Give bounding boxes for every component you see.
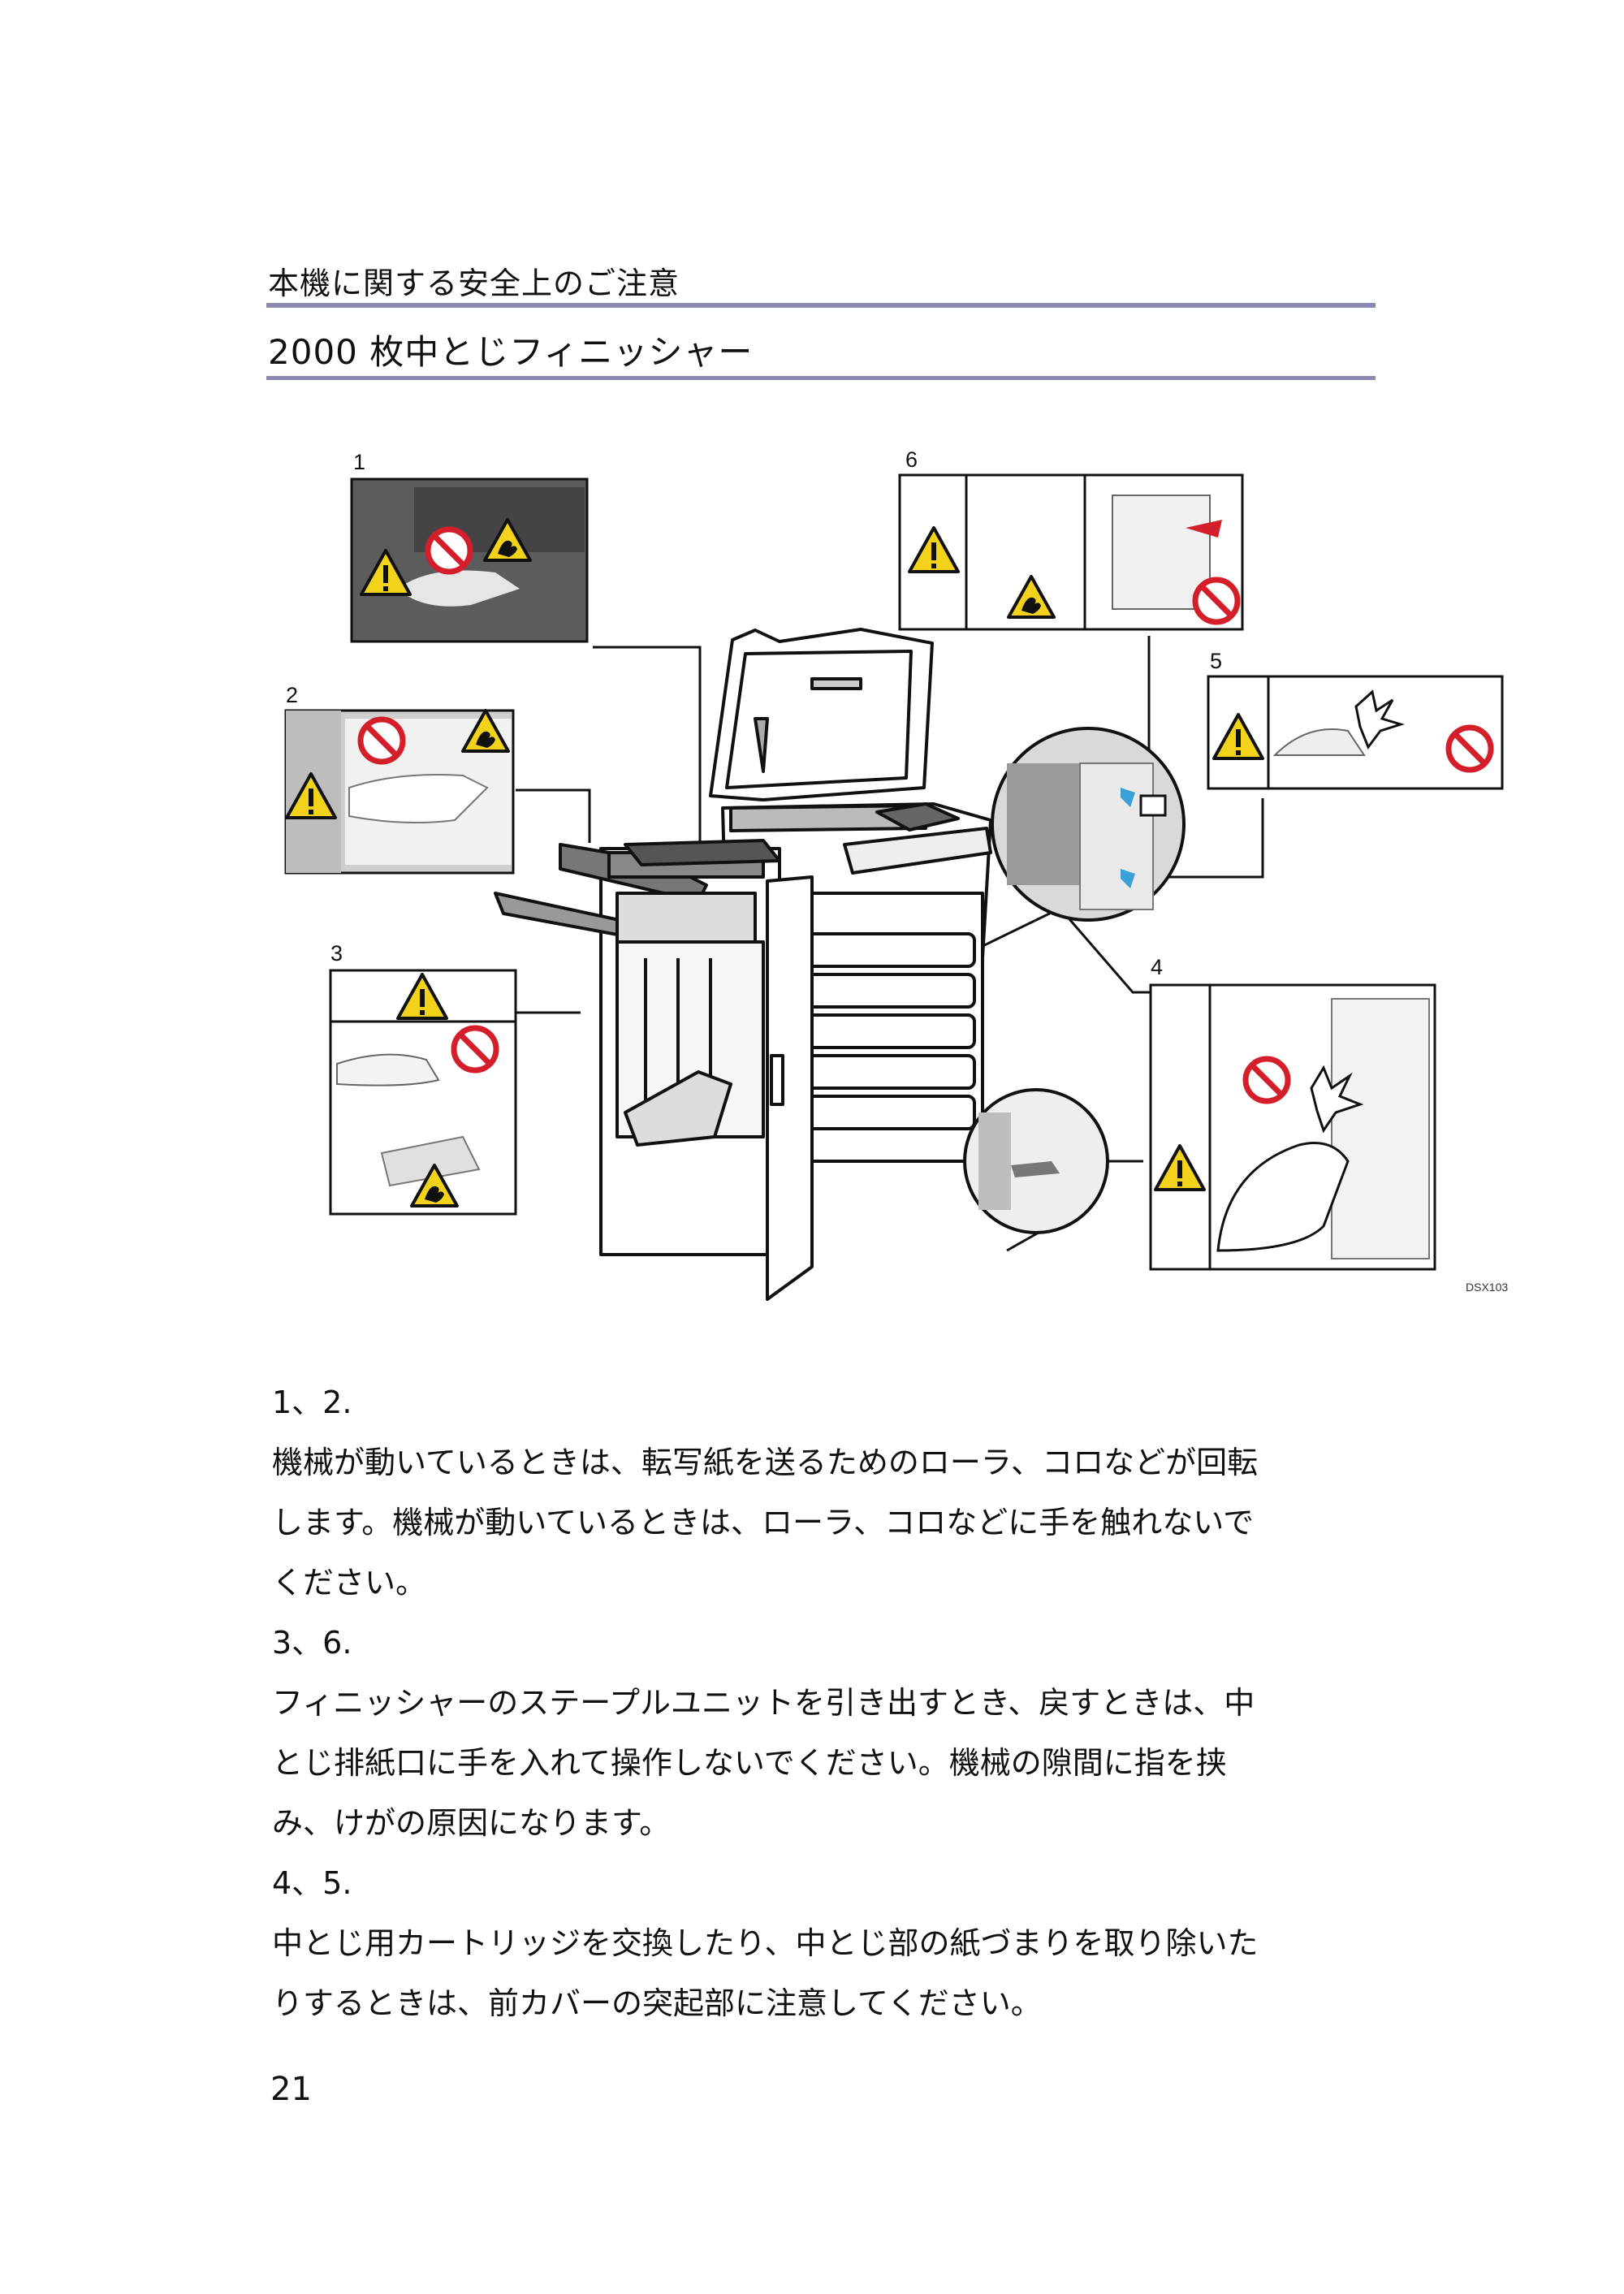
- body-text: 1、2. 機械が動いているときは、転写紙を送るためのローラ、コロなどが回転 しま…: [272, 1372, 1384, 2033]
- callout-6-panel: [898, 473, 1244, 631]
- callout-3-panel: [329, 969, 517, 1216]
- callout-5-panel: [1207, 675, 1504, 790]
- callout-2-label: 2: [286, 683, 298, 707]
- item-text-line: フィニッシャーのステープルユニットを引き出すとき、戻すときは、中: [272, 1685, 1255, 1721]
- section-rule: [266, 303, 1376, 308]
- callout-4-label: 4: [1151, 955, 1163, 979]
- finisher-safety-illustration: 1 2 3: [284, 447, 1508, 1301]
- callout-5-label: 5: [1210, 649, 1222, 673]
- item-ref: 3、6.: [272, 1625, 352, 1661]
- zoom-circle-upper: [991, 727, 1186, 922]
- callout-6-label: 6: [905, 447, 918, 472]
- callout-4-panel: [1149, 983, 1436, 1271]
- callout-2-panel: [284, 709, 515, 875]
- page-title: 2000 枚中とじフィニッシャー: [268, 332, 754, 372]
- callout-1-label: 1: [353, 450, 365, 474]
- copier-machine: [494, 628, 992, 1301]
- zoom-circle-lower: [963, 1088, 1109, 1234]
- item-text-line: とじ排紙口に手を入れて操作しないでください。機械の隙間に指を挟: [272, 1745, 1227, 1781]
- callout-1-panel: [350, 477, 589, 643]
- title-rule: [266, 376, 1376, 380]
- item-text-line: りするときは、前カバーの突起部に注意してください。: [272, 1985, 1042, 2021]
- item-text-line: 中とじ用カートリッジを交換したり、中とじ部の紙づまりを取り除いた: [272, 1925, 1259, 1961]
- illustration-code: DSX103: [1466, 1281, 1508, 1294]
- item-text-line: 機械が動いているときは、転写紙を送るためのローラ、コロなどが回転: [272, 1445, 1259, 1480]
- page-number: 21: [270, 2071, 312, 2108]
- section-title: 本機に関する安全上のご注意: [268, 266, 680, 301]
- item-text-line: します。機械が動いているときは、ローラ、コロなどに手を触れないで: [272, 1505, 1255, 1540]
- item-text-line: ください。: [272, 1565, 427, 1601]
- item-ref: 4、5.: [272, 1865, 352, 1901]
- item-text-line: み、けがの原因になります。: [272, 1805, 671, 1841]
- item-ref: 1、2.: [272, 1385, 352, 1420]
- callout-3-label: 3: [330, 941, 343, 966]
